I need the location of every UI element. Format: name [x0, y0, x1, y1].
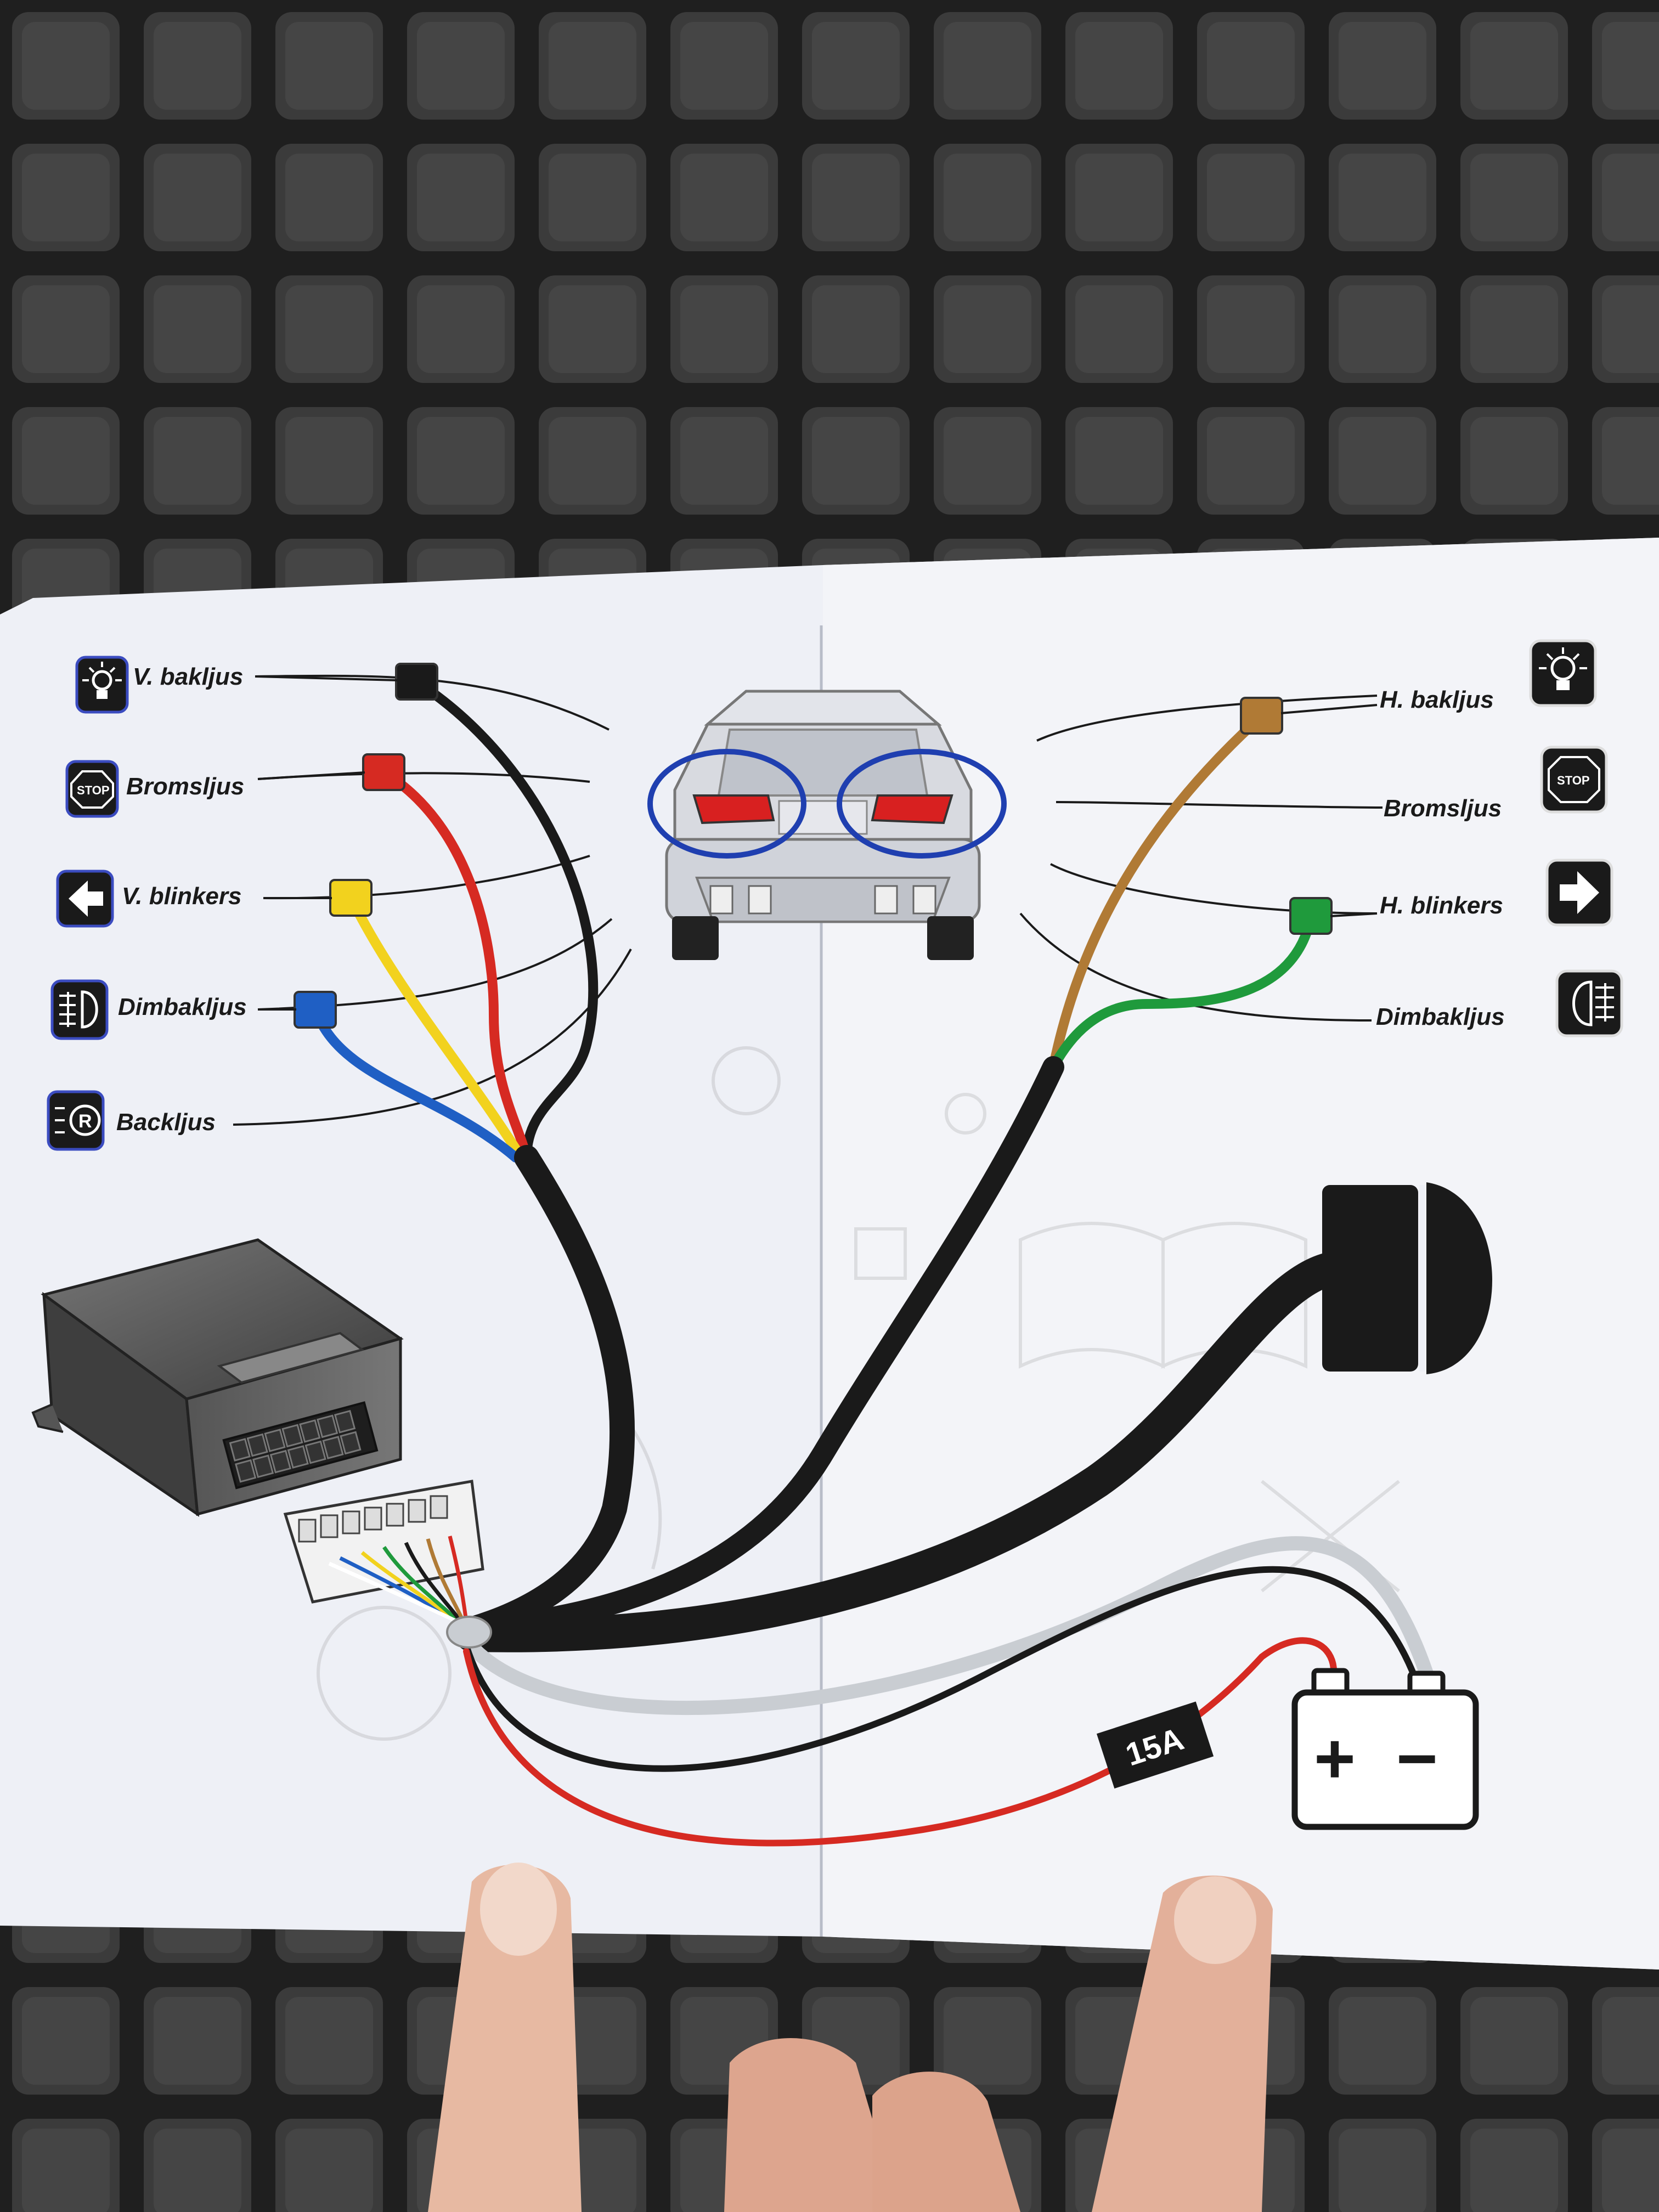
harness-connector — [283, 1480, 492, 1649]
fuse: 15A — [1096, 1701, 1214, 1789]
label-h-blinkers: H. blinkers — [1380, 892, 1503, 919]
label-v-blinkers: V. blinkers — [122, 883, 242, 910]
wire-black-power — [463, 1566, 1419, 1772]
harness-wires — [311, 677, 1434, 1847]
right-legend: H. bakljus Bromsljus STOP H. blinkers Di… — [1280, 639, 1623, 1037]
label-bromsljus-left: Bromsljus — [126, 773, 244, 800]
label-dimbakljus-left: Dimbakljus — [118, 994, 247, 1020]
car-right-taillight — [871, 794, 953, 825]
harness-left-trunk — [459, 1145, 635, 1642]
socket-cable — [455, 1250, 1361, 1652]
wire-yellow-left — [346, 893, 526, 1163]
wire-blue-left — [311, 1005, 521, 1163]
battery-minus: − — [1396, 1718, 1438, 1798]
marker-blue — [294, 991, 337, 1029]
label-dimbakljus-right: Dimbakljus — [1376, 1003, 1505, 1030]
car-right-wheel — [927, 916, 974, 960]
wire-grey-power — [459, 1536, 1434, 1715]
label-h-bakljus: H. bakljus — [1380, 686, 1494, 713]
marker-brown — [1240, 697, 1283, 735]
fog-light-icon — [50, 979, 109, 1040]
harness-right-trunk — [461, 1056, 1064, 1640]
battery-icon: + − — [1291, 1668, 1479, 1830]
booklet — [0, 538, 1659, 1970]
svg-text:R: R — [78, 1111, 92, 1132]
car-left-taillight — [692, 794, 775, 825]
wire-black-left — [412, 677, 599, 1163]
marker-green — [1289, 897, 1333, 935]
car-left-wheel — [672, 916, 719, 960]
marker-yellow — [329, 879, 373, 917]
bulb-icon — [75, 656, 129, 714]
battery-plus: + — [1314, 1718, 1356, 1798]
left-legend: V. bakljus STOP Bromsljus V. blinkers Di… — [47, 656, 398, 1151]
label-bromsljus-right: Bromsljus — [1384, 795, 1502, 822]
label-backljus: Backljus — [116, 1109, 216, 1136]
wire-red-left — [379, 768, 532, 1163]
car-rear-view — [647, 690, 1007, 960]
wire-green-right — [1048, 911, 1316, 1072]
highlight-circle-right — [837, 749, 1007, 859]
stop-sign-text-right: STOP — [1557, 774, 1590, 787]
hand-fingers — [428, 1863, 1273, 2212]
wire-brown-right — [1048, 711, 1267, 1072]
marker-black — [395, 663, 438, 701]
stop-sign-text: STOP — [77, 783, 110, 797]
highlight-circle-left — [647, 749, 806, 859]
trailer-socket — [1322, 1182, 1492, 1374]
control-module — [31, 1238, 404, 1517]
label-v-bakljus: V. bakljus — [133, 663, 243, 690]
marker-red — [362, 753, 405, 791]
wire-red-power — [463, 1637, 1338, 1847]
bulb-icon-right — [1529, 639, 1597, 707]
